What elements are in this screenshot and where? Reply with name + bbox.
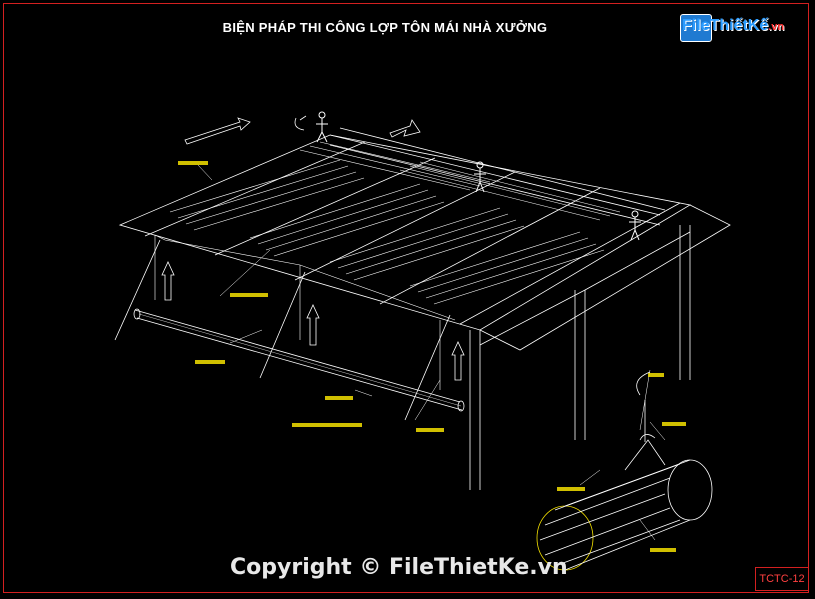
purlins <box>144 141 681 325</box>
site-logo: FileThiếtKế.vn <box>680 14 784 42</box>
annotation-labels <box>178 161 686 552</box>
drawing-title: BIỆN PHÁP THI CÔNG LỢP TÔN MÁI NHÀ XƯỞNG <box>222 20 548 35</box>
hoist-cables <box>114 239 451 421</box>
drawing-frame <box>3 3 809 593</box>
arrow-up-icon <box>161 261 465 381</box>
arrow-direction-icon <box>184 117 421 145</box>
lifted-sheet-bundle <box>133 308 465 412</box>
hook-icon <box>294 115 307 131</box>
logo-domain: .vn <box>768 21 785 33</box>
worker-icon <box>316 111 641 241</box>
roof-sheets <box>169 141 621 305</box>
copyright-watermark: Copyright © FileThietKe.vn <box>230 555 568 580</box>
detail-bundle <box>536 371 713 571</box>
roof-right-edge <box>479 204 731 351</box>
columns <box>469 225 691 490</box>
logo-text: FileThiếtKế.vn <box>682 17 784 35</box>
sheet-code-stamp: TCTC-12 <box>755 567 809 591</box>
logo-name: FileThiếtKế <box>682 17 769 34</box>
logo-badge <box>680 14 712 42</box>
trusses <box>154 234 456 390</box>
ridge-sheet-bundle <box>329 127 666 226</box>
label-leaders <box>197 164 666 541</box>
